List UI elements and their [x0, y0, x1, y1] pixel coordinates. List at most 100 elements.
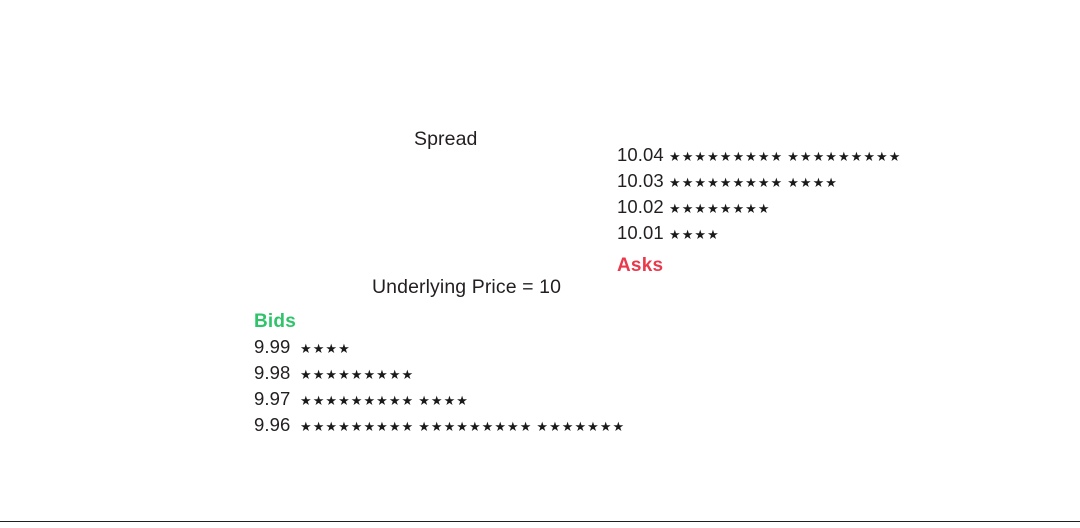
star-icon: ★ — [325, 367, 338, 382]
star-icon: ★ — [338, 367, 350, 382]
star-icon: ★ — [443, 393, 456, 408]
star-icon: ★ — [825, 175, 837, 190]
star-icon: ★ — [401, 419, 414, 434]
level-size-bar: ★★★★★★★★★★★★★ — [669, 176, 838, 189]
star-icon: ★ — [707, 149, 719, 164]
level-price: 9.99 — [254, 336, 291, 357]
star-icon: ★ — [350, 419, 363, 434]
star-icon: ★ — [507, 419, 519, 434]
star-icon: ★ — [325, 419, 338, 434]
star-icon: ★ — [876, 149, 888, 164]
ask-level-row[interactable]: 10.03★★★★★★★★★★★★★ — [617, 170, 901, 198]
star-icon: ★ — [812, 149, 825, 164]
bids-levels: 9.99★★★★9.98★★★★★★★★★9.97★★★★★★★★★★★★★9.… — [254, 336, 625, 442]
star-icon: ★ — [388, 367, 401, 382]
level-size-bar: ★★★★★★★★★★★★★ — [300, 394, 469, 407]
bid-level-row[interactable]: 9.97★★★★★★★★★★★★★ — [254, 388, 625, 416]
spread-label: Spread — [414, 128, 478, 150]
star-icon: ★ — [669, 201, 681, 216]
star-icon: ★ — [443, 419, 456, 434]
star-icon: ★ — [745, 201, 757, 216]
star-icon: ★ — [694, 201, 707, 216]
star-icon: ★ — [456, 393, 468, 408]
star-icon: ★ — [312, 419, 325, 434]
star-icon: ★ — [707, 201, 719, 216]
star-icon: ★ — [757, 175, 770, 190]
star-icon: ★ — [799, 175, 812, 190]
star-icon: ★ — [430, 419, 443, 434]
star-icon: ★ — [812, 175, 825, 190]
star-icon: ★ — [574, 419, 587, 434]
star-icon: ★ — [707, 175, 719, 190]
level-size-bar: ★★★★ — [669, 228, 720, 241]
star-icon: ★ — [757, 149, 770, 164]
star-icon: ★ — [837, 149, 850, 164]
asks-title: Asks — [617, 255, 664, 276]
star-icon: ★ — [401, 393, 414, 408]
star-icon: ★ — [549, 419, 561, 434]
star-icon: ★ — [300, 393, 312, 408]
star-group: ★★★★★★★ — [536, 420, 625, 433]
star-icon: ★ — [799, 149, 812, 164]
star-group: ★★★★★★★★★ — [418, 420, 532, 433]
star-icon: ★ — [770, 149, 783, 164]
bid-level-row[interactable]: 9.99★★★★ — [254, 336, 625, 364]
star-icon: ★ — [376, 367, 388, 382]
star-icon: ★ — [350, 393, 363, 408]
star-icon: ★ — [456, 419, 468, 434]
star-icon: ★ — [300, 419, 312, 434]
star-icon: ★ — [825, 149, 837, 164]
star-icon: ★ — [719, 149, 732, 164]
star-icon: ★ — [787, 175, 799, 190]
star-icon: ★ — [519, 419, 532, 434]
star-icon: ★ — [376, 419, 388, 434]
star-icon: ★ — [312, 393, 325, 408]
star-group: ★★★★★★★★★ — [669, 150, 783, 163]
star-icon: ★ — [430, 393, 443, 408]
star-icon: ★ — [745, 175, 757, 190]
ask-level-row[interactable]: 10.04★★★★★★★★★★★★★★★★★★ — [617, 144, 901, 172]
star-icon: ★ — [338, 419, 350, 434]
star-icon: ★ — [757, 201, 770, 216]
star-group: ★★★★ — [787, 176, 838, 189]
star-group: ★★★★ — [669, 228, 720, 241]
star-group: ★★★★★★★★★ — [669, 176, 783, 189]
star-icon: ★ — [745, 149, 757, 164]
star-group: ★★★★★★★★★ — [300, 420, 414, 433]
star-icon: ★ — [707, 227, 719, 242]
star-icon: ★ — [401, 367, 414, 382]
star-icon: ★ — [850, 149, 863, 164]
star-icon: ★ — [587, 419, 599, 434]
star-icon: ★ — [599, 419, 612, 434]
star-icon: ★ — [669, 149, 681, 164]
star-icon: ★ — [681, 201, 694, 216]
star-icon: ★ — [787, 149, 799, 164]
star-icon: ★ — [694, 227, 707, 242]
ask-level-row[interactable]: 10.01★★★★ — [617, 223, 901, 250]
level-price: 9.97 — [254, 388, 291, 409]
level-price: 10.04 — [617, 144, 664, 165]
star-icon: ★ — [376, 393, 388, 408]
star-icon: ★ — [669, 175, 681, 190]
star-icon: ★ — [338, 341, 350, 356]
level-size-bar: ★★★★★★★★★ — [300, 368, 414, 381]
star-icon: ★ — [418, 419, 430, 434]
star-icon: ★ — [732, 201, 745, 216]
bid-level-row[interactable]: 9.96★★★★★★★★★★★★★★★★★★★★★★★★★ — [254, 415, 625, 442]
star-icon: ★ — [418, 393, 430, 408]
star-icon: ★ — [612, 419, 625, 434]
star-icon: ★ — [732, 149, 745, 164]
bids-title: Bids — [254, 311, 296, 332]
level-size-bar: ★★★★★★★★★★★★★★★★★★★★★★★★★ — [300, 420, 625, 433]
star-group: ★★★★★★★★★ — [300, 368, 414, 381]
bid-level-row[interactable]: 9.98★★★★★★★★★ — [254, 363, 625, 390]
level-price: 10.03 — [617, 170, 664, 191]
star-group: ★★★★★★★★ — [669, 202, 771, 215]
star-icon: ★ — [681, 149, 694, 164]
ask-level-row[interactable]: 10.02★★★★★★★★ — [617, 197, 901, 224]
star-icon: ★ — [494, 419, 506, 434]
star-icon: ★ — [561, 419, 574, 434]
star-group: ★★★★★★★★★ — [300, 394, 414, 407]
star-icon: ★ — [300, 341, 312, 356]
